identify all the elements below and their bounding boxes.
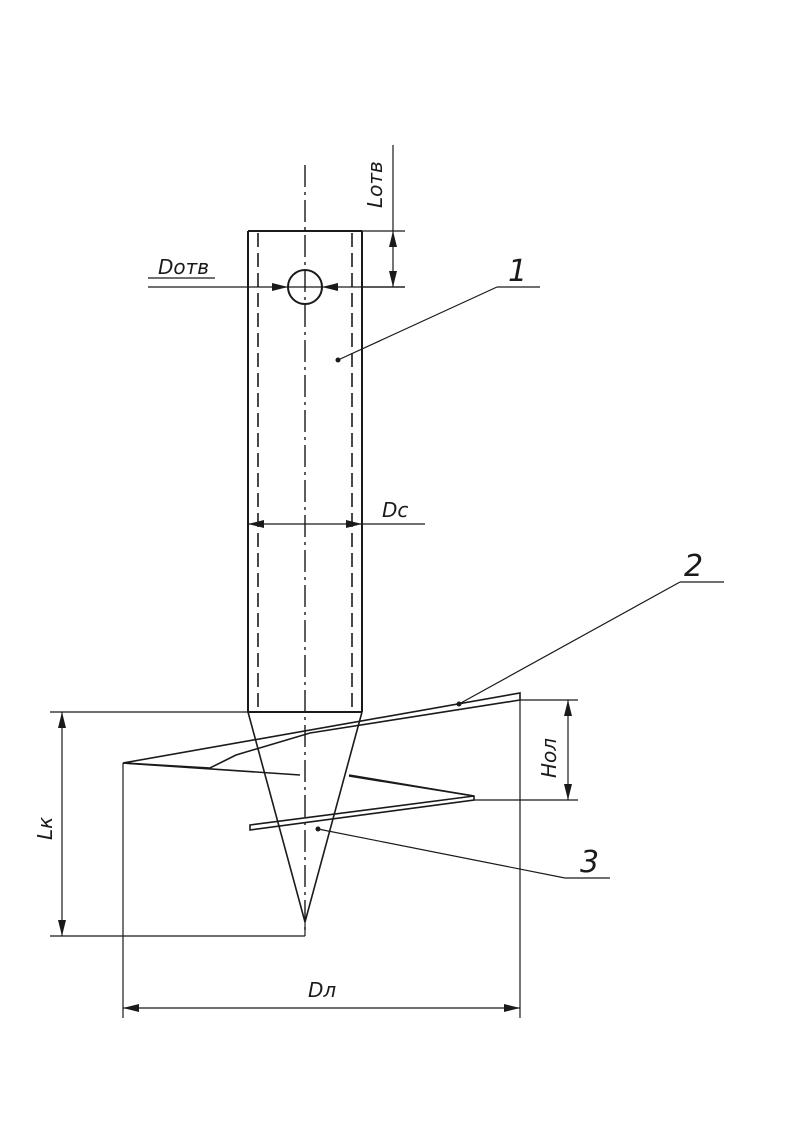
callout-3 [315, 826, 610, 879]
dim-d-c [248, 520, 425, 528]
pile-shaft [247, 230, 363, 713]
callout-2-number: 2 [684, 549, 703, 584]
callout-1 [335, 286, 540, 363]
dim-d-l [122, 700, 521, 1018]
dim-d-otv [148, 277, 405, 291]
helical-blade [122, 692, 521, 831]
label-l-k: Lк [33, 817, 57, 840]
dim-h-ol [474, 699, 578, 801]
callout-3-number: 3 [580, 845, 599, 880]
pile-tip [247, 711, 363, 923]
tip-left-edge [247, 711, 306, 923]
label-d-otv: Dотв [158, 255, 209, 279]
label-d-l: Dл [308, 978, 336, 1002]
blade-lower-turn [249, 774, 475, 831]
dim-l-k [50, 711, 306, 937]
blade-mid-edge [348, 775, 475, 797]
callout-2 [456, 581, 724, 707]
tip-right-edge [304, 711, 363, 923]
blade-back-edge [122, 762, 301, 776]
label-h-ol: Нол [537, 738, 561, 778]
label-d-c: Dс [382, 498, 408, 522]
blade-upper-turn [122, 692, 521, 769]
callout-1-number: 1 [508, 254, 527, 289]
label-l-otv: Lотв [363, 161, 387, 208]
